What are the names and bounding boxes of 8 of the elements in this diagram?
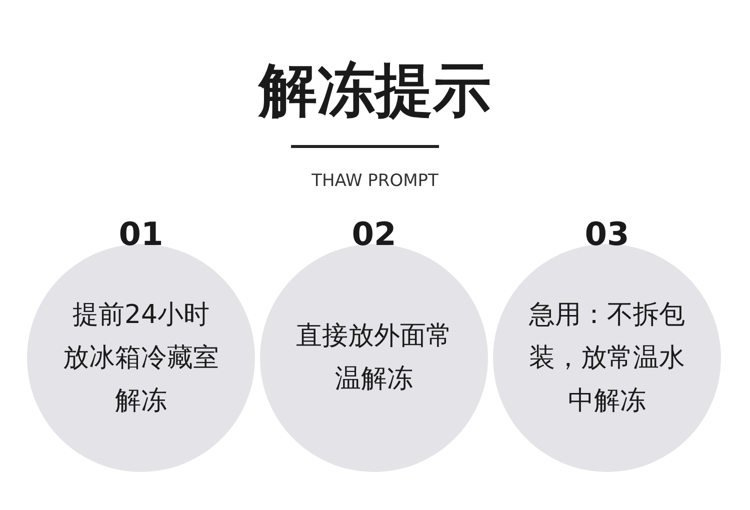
tip-text: 急用：不拆包装，放常温水中解冻	[528, 298, 686, 418]
title: 解冻提示	[256, 55, 492, 126]
subtitle: THAW PROMPT	[310, 170, 440, 192]
step-number: 03	[584, 214, 630, 254]
tip-text: 直接放外面常温解冻	[295, 320, 453, 396]
tip-text: 提前24小时放冰箱冷藏室解冻	[62, 298, 220, 418]
step-number: 01	[118, 214, 164, 254]
step-number: 02	[350, 214, 398, 254]
